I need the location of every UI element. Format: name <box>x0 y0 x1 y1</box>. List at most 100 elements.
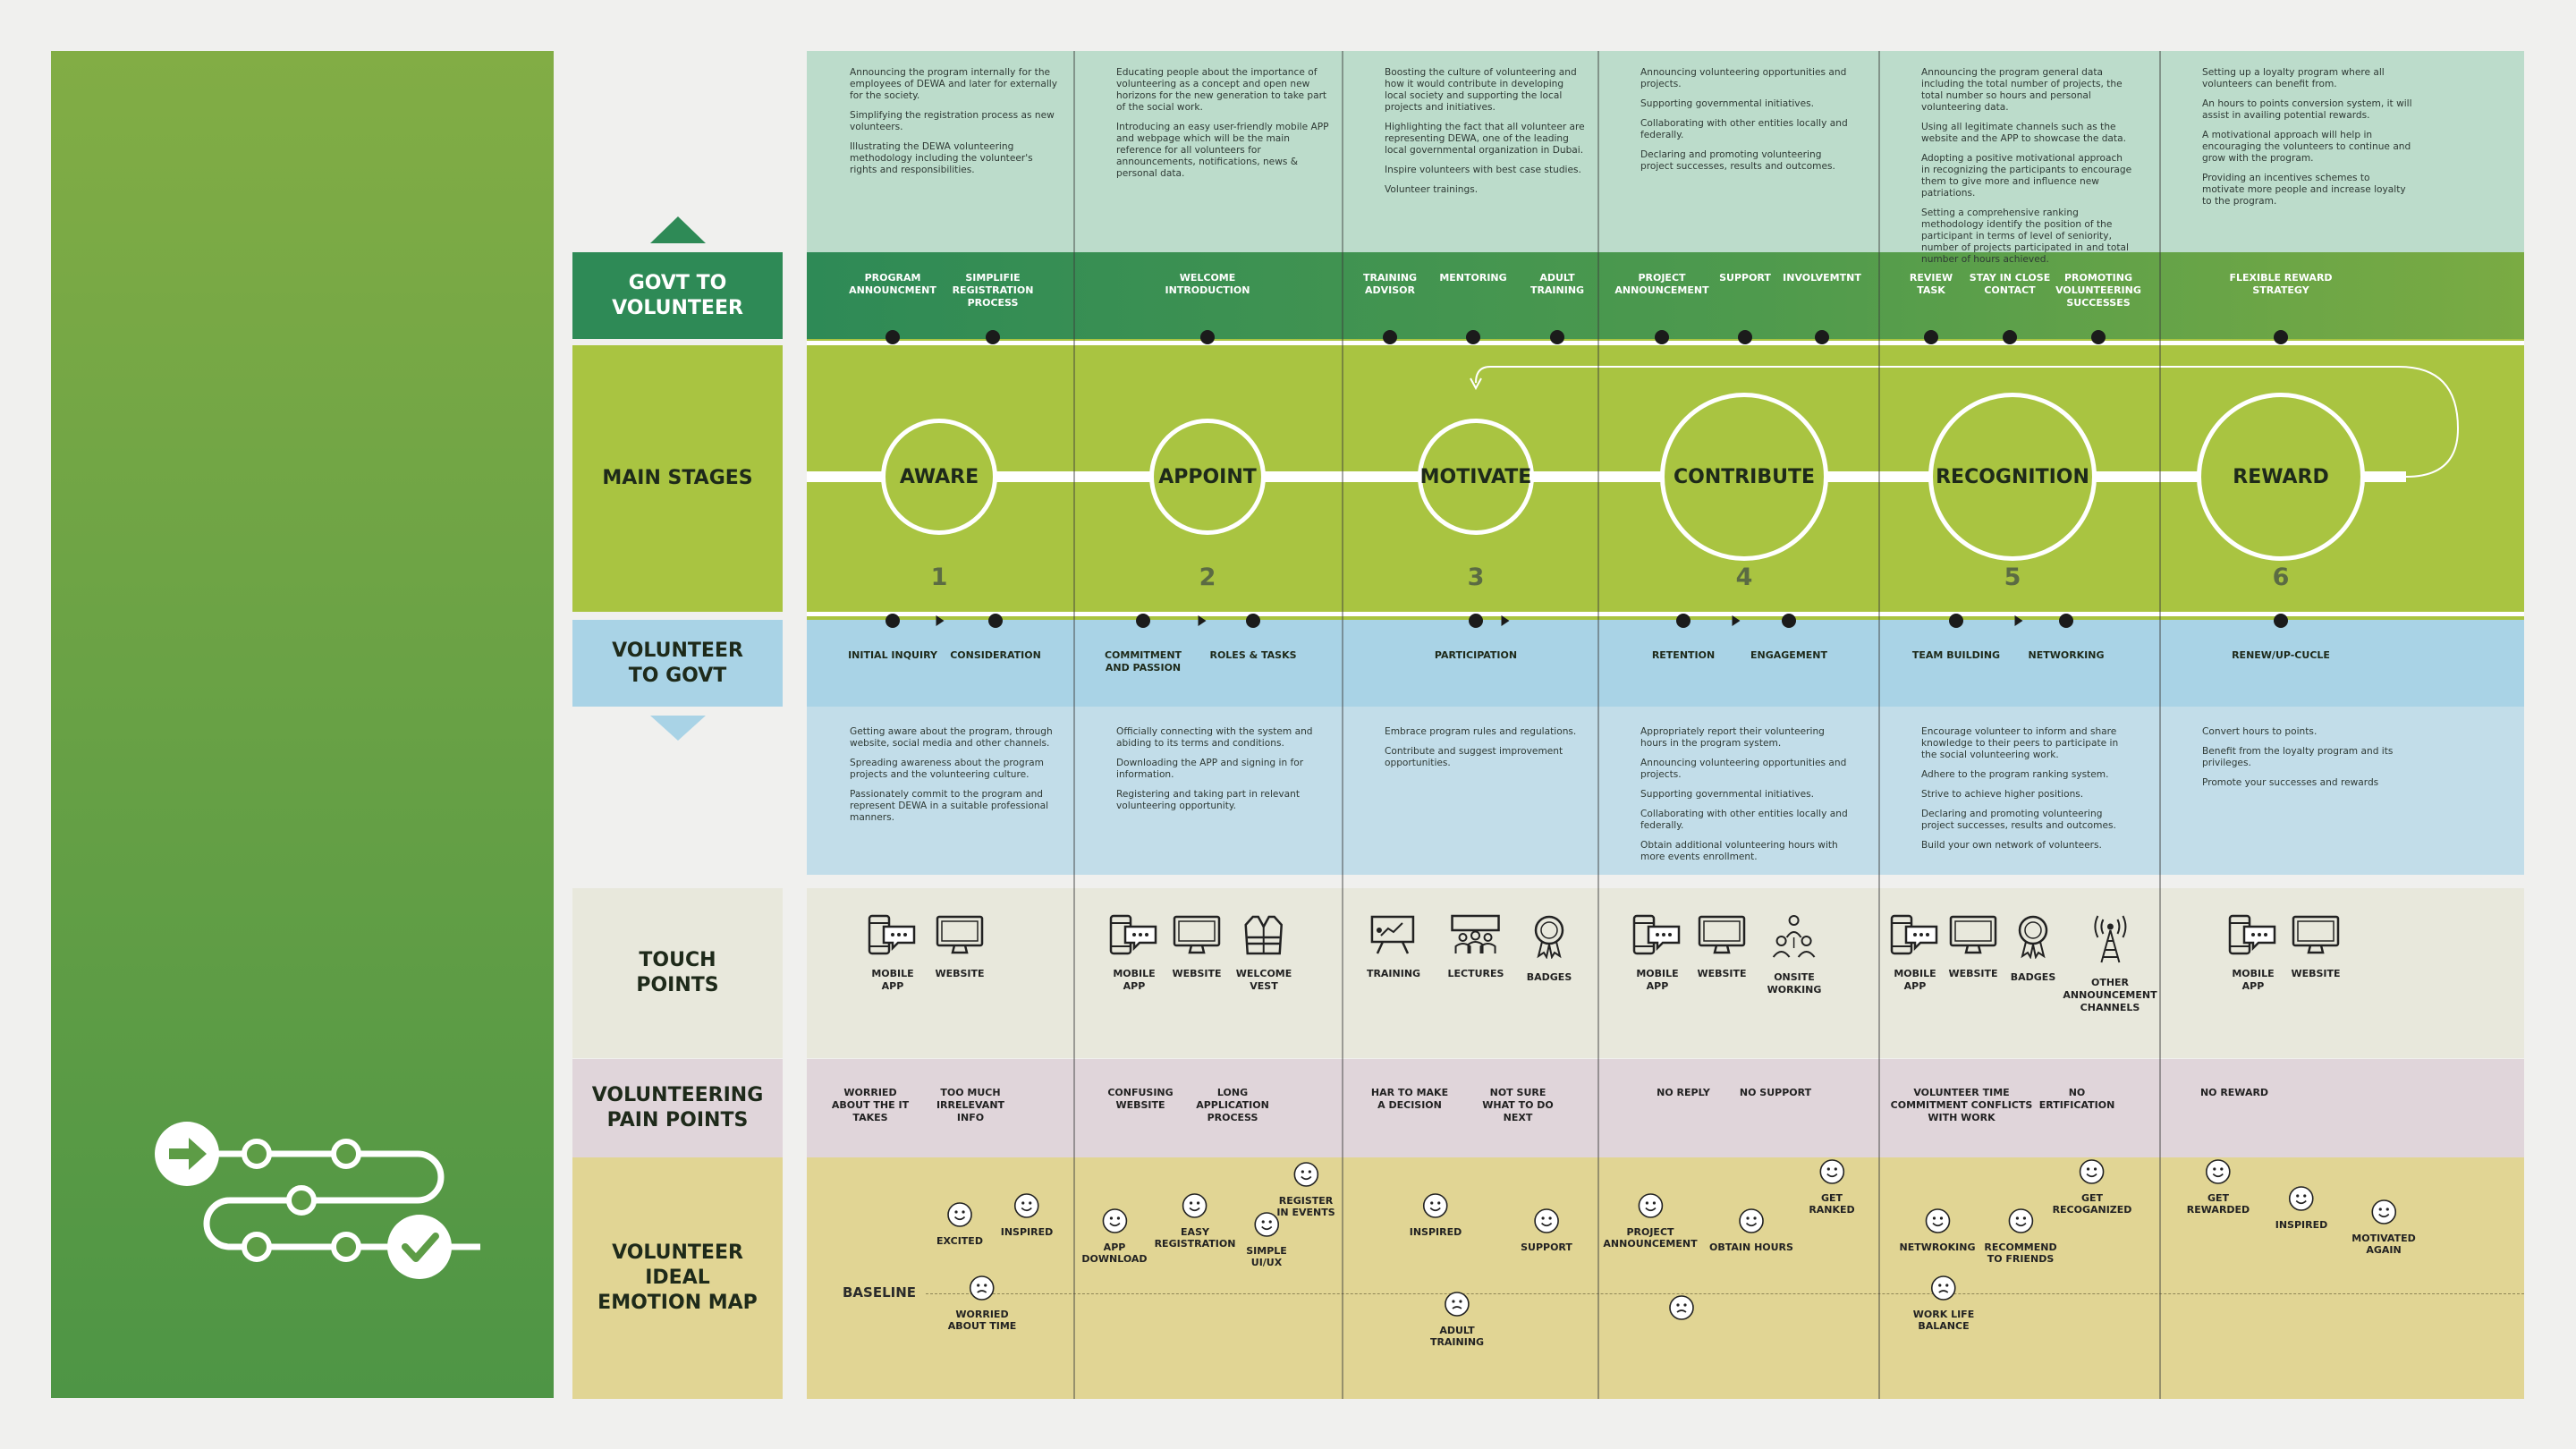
description-line: Announcing volunteering opportunities an… <box>1640 758 1847 780</box>
stage-circle-reward[interactable]: REWARD <box>2197 393 2365 561</box>
bottom-description-band <box>807 707 2524 875</box>
stage-circle-appoint[interactable]: APPOINT <box>1149 419 1266 535</box>
stage-bottom-description: Getting aware about the program, through… <box>850 726 1061 832</box>
happy-face-icon <box>1246 1211 1287 1241</box>
pain-point: CONFUSING WEBSITE <box>1107 1087 1174 1111</box>
description-line: Highlighting the fact that all volunteer… <box>1385 122 1585 156</box>
emotion-marker: PROJECT ANNOUNCEMENT <box>1603 1192 1698 1250</box>
happy-face-icon <box>1899 1208 1975 1238</box>
govt-action-label: REVIEW TASK <box>1909 272 1953 296</box>
vest-icon <box>1236 914 1292 955</box>
touchpoint-label: MOBILE APP <box>871 968 914 992</box>
column-divider <box>1342 51 1343 1399</box>
label-emotion-map: VOLUNTEER IDEAL EMOTION MAP <box>572 1157 783 1399</box>
stage-name: CONTRIBUTE <box>1673 465 1816 488</box>
emotion-label: EASY REGISTRATION <box>1154 1226 1236 1250</box>
volunteer-action-label: NETWORKING <box>2028 649 2105 661</box>
worried-face-icon <box>1430 1291 1484 1321</box>
stage-bottom-separator <box>807 612 2524 616</box>
touchpoint: OTHER ANNOUNCEMENT CHANNELS <box>2063 914 2157 1014</box>
website-icon <box>1172 914 1222 955</box>
touchpoint-label: WEBSITE <box>1948 968 1998 979</box>
pain-point: WORRIED ABOUT THE IT TAKES <box>831 1087 910 1123</box>
touchpoint: ONSITE WORKING <box>1767 914 1822 996</box>
label-pain-points: VOLUNTEERING PAIN POINTS <box>572 1059 783 1157</box>
emotion-marker: EASY REGISTRATION <box>1154 1192 1236 1250</box>
flow-arrow-icon <box>936 615 945 626</box>
happy-face-icon <box>2187 1158 2250 1189</box>
worried-face-icon <box>1668 1294 1695 1325</box>
stage-number: 3 <box>1467 564 1485 591</box>
description-line: A motivational approach will help in enc… <box>2202 130 2411 164</box>
stage-top-description: Announcing the program general data incl… <box>1921 67 2134 274</box>
stage-bottom-description: Encourage volunteer to inform and share … <box>1921 726 2134 860</box>
website-icon <box>1948 914 1998 955</box>
govt-action-label: SUPPORT <box>1719 272 1771 284</box>
touchpoint-label: WEBSITE <box>2291 968 2341 979</box>
touchpoint-label: WEBSITE <box>1172 968 1222 979</box>
volunteer-action-label: RENEW/UP-CUCLE <box>2232 649 2330 661</box>
touchpoint: WELCOME VEST <box>1236 914 1292 993</box>
happy-face-icon <box>936 1201 983 1232</box>
description-line: Providing an incentives schemes to motiv… <box>2202 173 2406 207</box>
govt-action-label: PROMOTING VOLUNTEERING SUCCESSES <box>2055 272 2141 309</box>
touchpoint: MOBILE APP <box>1109 914 1159 993</box>
govt-action-label: STAY IN CLOSE CONTACT <box>1969 272 2051 296</box>
description-line: Announcing the program general data incl… <box>1921 67 2123 113</box>
stage-bottom-description: Officially connecting with the system an… <box>1116 726 1329 820</box>
emotion-label: EXCITED <box>936 1235 983 1247</box>
happy-face-icon <box>1081 1208 1147 1238</box>
govt-action-dot <box>1466 330 1480 344</box>
description-line: Encourage volunteer to inform and share … <box>1921 726 2119 760</box>
stage-number: 2 <box>1199 564 1216 591</box>
touchpoint: MOBILE APP <box>1890 914 1940 993</box>
mobile-app-icon <box>1109 914 1159 955</box>
emotion-label: RECOMMEND TO FRIENDS <box>1984 1241 2057 1265</box>
emotion-marker: MOTIVATED AGAIN <box>2351 1199 2416 1256</box>
govt-action-label: FLEXIBLE REWARD STRATEGY <box>2229 272 2333 296</box>
happy-face-icon <box>1603 1192 1697 1223</box>
govt-action-dot <box>986 330 1000 344</box>
emotion-marker: ADULT TRAINING <box>1430 1291 1484 1348</box>
description-line: Adhere to the program ranking system. <box>1921 769 2109 780</box>
stage-circle-motivate[interactable]: MOTIVATE <box>1418 419 1534 535</box>
pain-point: NO SUPPORT <box>1739 1087 1812 1098</box>
emotion-marker: EXCITED <box>936 1201 983 1247</box>
volunteer-action-dot <box>2274 614 2288 628</box>
volunteer-action-label: INITIAL INQUIRY <box>848 649 937 661</box>
govt-action-label: PROGRAM ANNOUNCMENT <box>849 272 936 296</box>
emotion-marker <box>1668 1294 1695 1325</box>
description-line: Setting up a loyalty program where all v… <box>2202 67 2385 89</box>
touchpoint-label: MOBILE APP <box>1636 968 1679 992</box>
emotion-marker: RECOMMEND TO FRIENDS <box>1984 1208 2057 1265</box>
emotion-marker: SIMPLE UI/UX <box>1246 1211 1287 1268</box>
top-description-band <box>807 51 2524 252</box>
stage-circle-aware[interactable]: AWARE <box>881 419 997 535</box>
pain-point: VOLUNTEER TIME COMMITMENT CONFLICTS WITH… <box>1890 1087 2033 1123</box>
badge-icon <box>1524 914 1574 959</box>
touchpoint: WEBSITE <box>2291 914 2341 980</box>
govt-action-dot <box>2003 330 2017 344</box>
emotion-label: APP DOWNLOAD <box>1081 1241 1148 1265</box>
stage-number: 5 <box>2004 564 2021 591</box>
description-line: Collaborating with other entities locall… <box>1640 118 1848 140</box>
touchpoint: MOBILE APP <box>2228 914 2278 993</box>
description-line: Promote your successes and rewards <box>2202 777 2379 788</box>
mobile-app-icon <box>2228 914 2278 955</box>
stage-circle-contribute[interactable]: CONTRIBUTE <box>1660 393 1828 561</box>
pain-point: HAR TO MAKE A DECISION <box>1370 1087 1449 1111</box>
volunteer-action-label: ENGAGEMENT <box>1750 649 1827 661</box>
stage-circle-recognition[interactable]: RECOGNITION <box>1928 393 2097 561</box>
govt-action-label: PROJECT ANNOUNCEMENT <box>1614 272 1709 296</box>
touchpoint-label: OTHER ANNOUNCEMENT CHANNELS <box>2063 977 2157 1013</box>
description-line: Passionately commit to the program and r… <box>850 789 1049 823</box>
team-icon <box>1767 914 1822 959</box>
touchpoint: WEBSITE <box>1697 914 1747 980</box>
description-line: Using all legitimate channels such as th… <box>1921 122 2126 144</box>
description-line: Getting aware about the program, through… <box>850 726 1053 749</box>
govt-action-dot <box>1383 330 1397 344</box>
description-line: Build your own network of volunteers. <box>1921 840 2102 851</box>
website-icon <box>2291 914 2341 955</box>
pain-point: NO ERTIFICATION <box>2038 1087 2115 1111</box>
